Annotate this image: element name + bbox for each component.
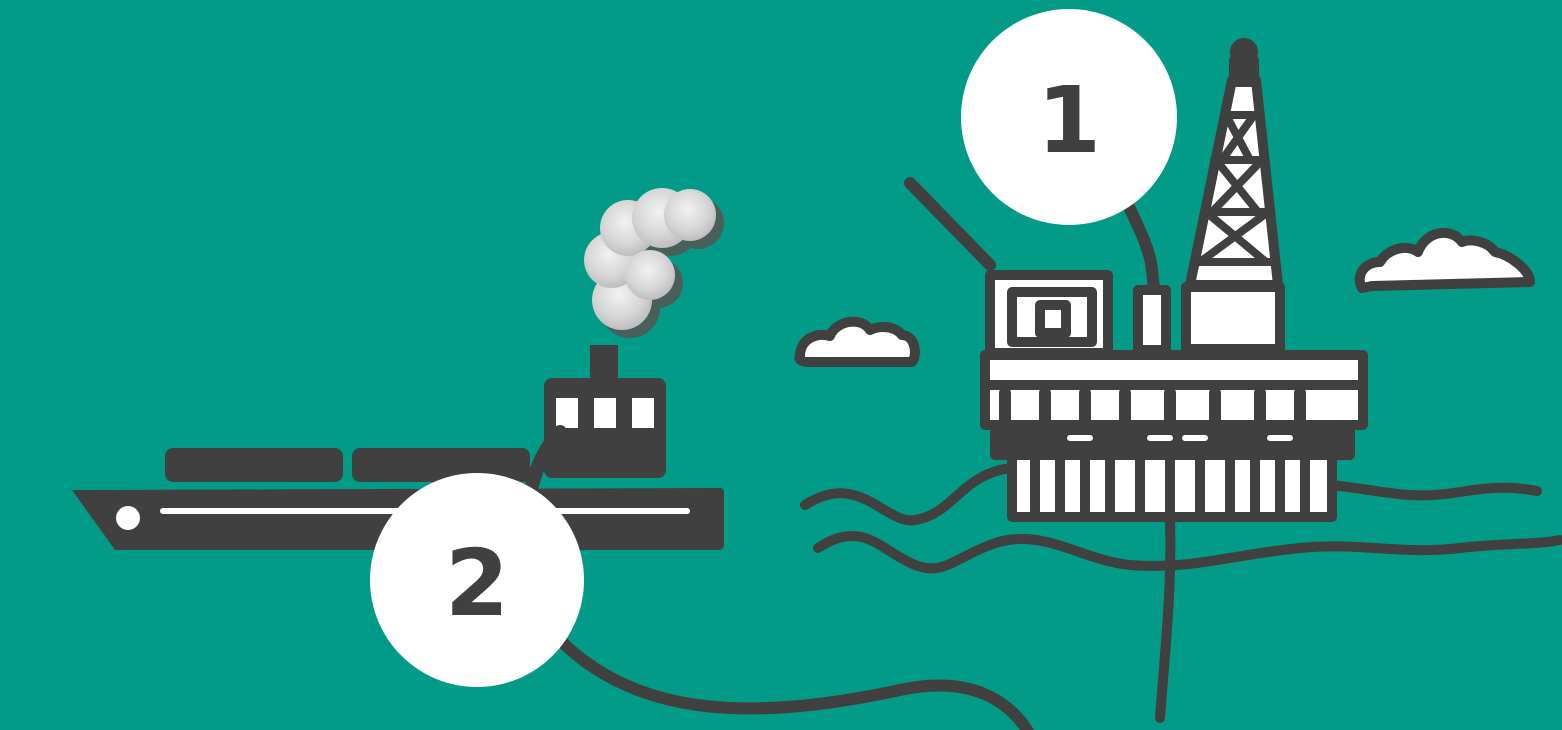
smoke-cloud-icon: [584, 188, 724, 338]
marker-2-label: 2: [445, 530, 509, 637]
marker-1-label: 1: [1037, 67, 1101, 174]
pipeline-line: [560, 640, 1030, 730]
marker-2: 2: [370, 473, 584, 687]
marker-1: 1: [961, 9, 1177, 225]
